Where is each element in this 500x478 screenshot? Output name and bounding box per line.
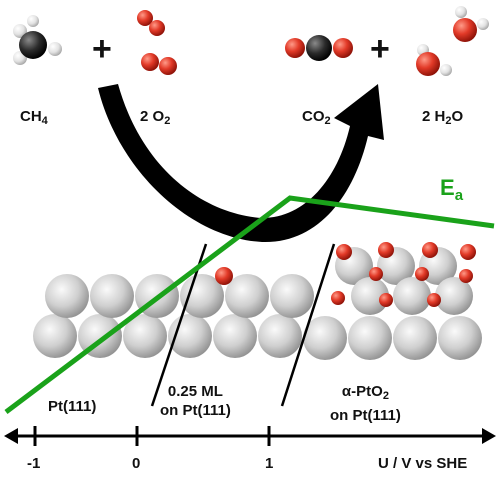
water-formula-text: 2 H xyxy=(422,108,446,125)
carbon-dioxide-formula-subscript: 2 xyxy=(324,115,331,127)
activation-energy-curve xyxy=(4,195,495,414)
carbon-dioxide-formula: CO2 xyxy=(302,108,331,127)
platinum-oxide-layer xyxy=(331,242,476,315)
carbon-dioxide-formula-text: CO xyxy=(302,108,325,125)
region-label-quarter-ml-line1: 0.25 ML xyxy=(167,383,223,400)
region-label-quarter-ml: 0.25 ML on Pt(111) xyxy=(160,382,231,420)
region-label-alpha-pto2: α-PtO2 on Pt(111) xyxy=(330,382,401,425)
methane-formula: CH4 xyxy=(20,108,48,127)
water-formula-subscript: 2 xyxy=(445,115,452,127)
oxygen-formula-text: 2 O xyxy=(140,108,165,125)
region-label-alpha-pto2-line1: α-PtO2 xyxy=(330,382,401,406)
oxygen-formula-subscript: 2 xyxy=(164,115,171,127)
activation-energy-label-sub: a xyxy=(454,187,464,204)
platinum-bottom-layer xyxy=(33,314,482,360)
plus-sign-left: + xyxy=(92,30,112,68)
carbon-dioxide-molecule xyxy=(285,35,353,61)
axis-tick-label-zero: 0 xyxy=(132,455,141,472)
region-label-pt111: Pt(111) xyxy=(48,398,97,415)
water-formula: 2 H2O xyxy=(422,108,463,127)
region-label-alpha-pto2-line2: on Pt(111) xyxy=(330,407,401,424)
water-molecules xyxy=(416,6,489,76)
methane-formula-text: CH xyxy=(20,108,42,125)
activation-energy-label-main: E xyxy=(440,175,455,200)
region-label-alpha-pto2-text: α-PtO xyxy=(341,383,383,400)
region-divider-right xyxy=(280,243,336,407)
activation-energy-label: Ea xyxy=(440,175,463,204)
oxygen-formula: 2 O2 xyxy=(140,108,170,127)
methane-formula-subscript: 4 xyxy=(41,115,48,127)
axis-tick-label-one: 1 xyxy=(265,455,274,472)
oxygen-molecules xyxy=(137,10,177,75)
region-label-alpha-pto2-subscript: 2 xyxy=(382,390,389,402)
adsorbed-oxygen-atom xyxy=(215,267,233,285)
plus-sign-right: + xyxy=(370,30,390,68)
methane-molecule xyxy=(13,15,62,65)
potential-axis xyxy=(4,426,496,446)
region-label-quarter-ml-line2: on Pt(111) xyxy=(160,402,231,419)
axis-title: U / V vs SHE xyxy=(378,455,468,472)
axis-tick-label-minus-one: -1 xyxy=(27,455,41,472)
water-formula-tail: O xyxy=(451,108,464,125)
